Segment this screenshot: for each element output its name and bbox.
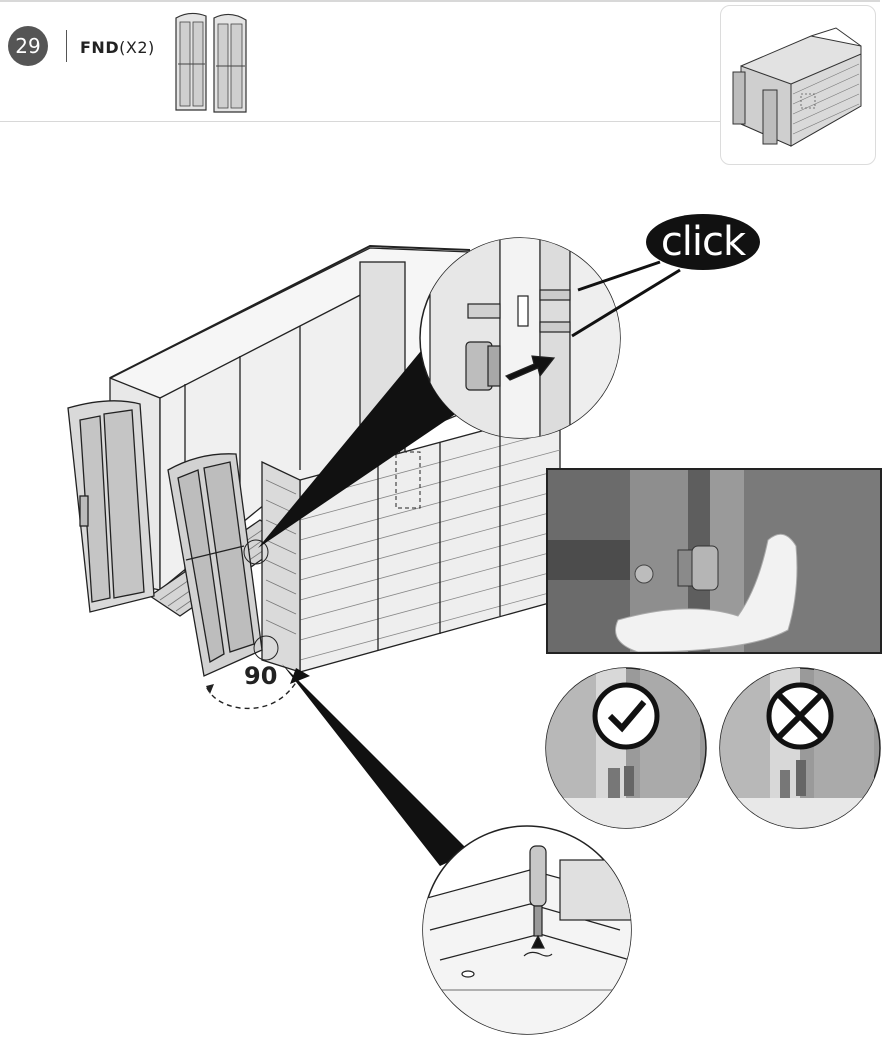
right-door bbox=[167, 453, 263, 677]
hinge-photo bbox=[546, 468, 882, 654]
header-bottom-rule bbox=[0, 121, 720, 122]
hinge-focus-circle-lower bbox=[253, 635, 279, 661]
door-panel-left bbox=[175, 12, 207, 111]
swing-arc bbox=[205, 675, 301, 710]
hinge-focus-circle-upper bbox=[243, 539, 269, 565]
angle-label: 90 bbox=[244, 662, 278, 690]
part-label: FND(X2) bbox=[80, 38, 155, 57]
callout-wedge-bottom bbox=[282, 664, 470, 866]
left-door bbox=[67, 400, 155, 613]
step-number-badge: 29 bbox=[8, 26, 48, 66]
part-quantity: (X2) bbox=[119, 38, 155, 57]
callout-wedge-top bbox=[258, 340, 476, 548]
header-top-rule bbox=[0, 0, 880, 2]
shed-overview-drawing bbox=[732, 27, 862, 147]
part-code: FND bbox=[80, 38, 120, 57]
door-panel-right bbox=[213, 13, 247, 113]
check-circle-icon bbox=[592, 682, 660, 750]
correct-example bbox=[545, 667, 707, 829]
click-callout: click bbox=[646, 214, 760, 270]
incorrect-example bbox=[719, 667, 881, 829]
screw-detail-circle bbox=[422, 825, 632, 1035]
door-parts-thumbnail bbox=[175, 12, 247, 113]
assembly-illustration bbox=[67, 237, 881, 1035]
click-pointer-line-2 bbox=[571, 268, 681, 338]
swing-arrowhead bbox=[206, 684, 214, 694]
step-separator bbox=[66, 30, 67, 62]
shed-overview-thumbnail bbox=[720, 5, 876, 165]
click-pointer-line-1 bbox=[577, 260, 661, 292]
